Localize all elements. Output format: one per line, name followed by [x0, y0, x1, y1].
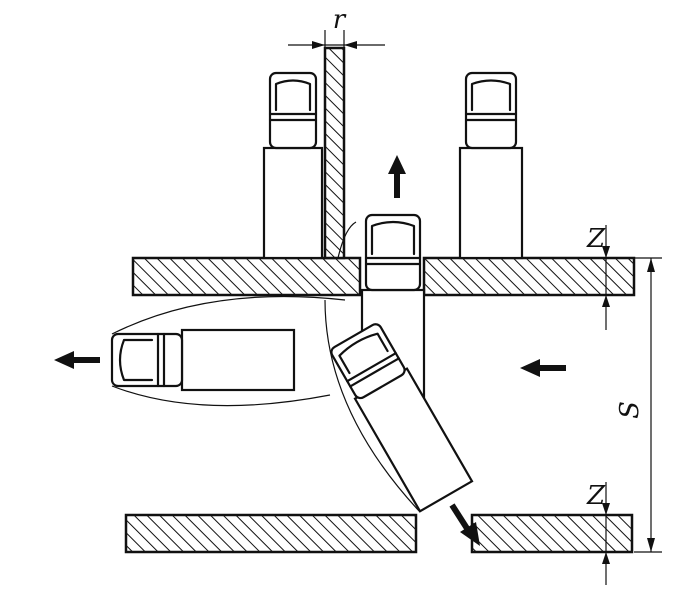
- label-z-bottom: Z: [586, 481, 606, 511]
- parked-truck-left: [262, 71, 324, 260]
- label-r: r: [333, 5, 347, 35]
- dimension-r: r: [288, 5, 385, 60]
- dimension-s: S: [615, 257, 662, 553]
- label-s: S: [615, 401, 645, 419]
- dimension-z-bottom: Z: [586, 481, 618, 585]
- lower-curb: [124, 513, 634, 554]
- dimension-z-top: Z: [586, 224, 618, 330]
- parked-truck-right: [458, 71, 524, 260]
- arrow-up-icon: [388, 155, 406, 198]
- truck-departing-left: [110, 328, 296, 392]
- swept-path-curves: [111, 221, 421, 513]
- label-z-top: Z: [586, 224, 606, 254]
- upper-curb: [131, 256, 636, 297]
- partition-wall: [323, 46, 346, 260]
- arrow-down-right-icon: [449, 503, 480, 546]
- arrow-left-icon: [54, 351, 100, 369]
- truck-turning: [330, 323, 474, 513]
- arrow-left-icon: [520, 359, 566, 377]
